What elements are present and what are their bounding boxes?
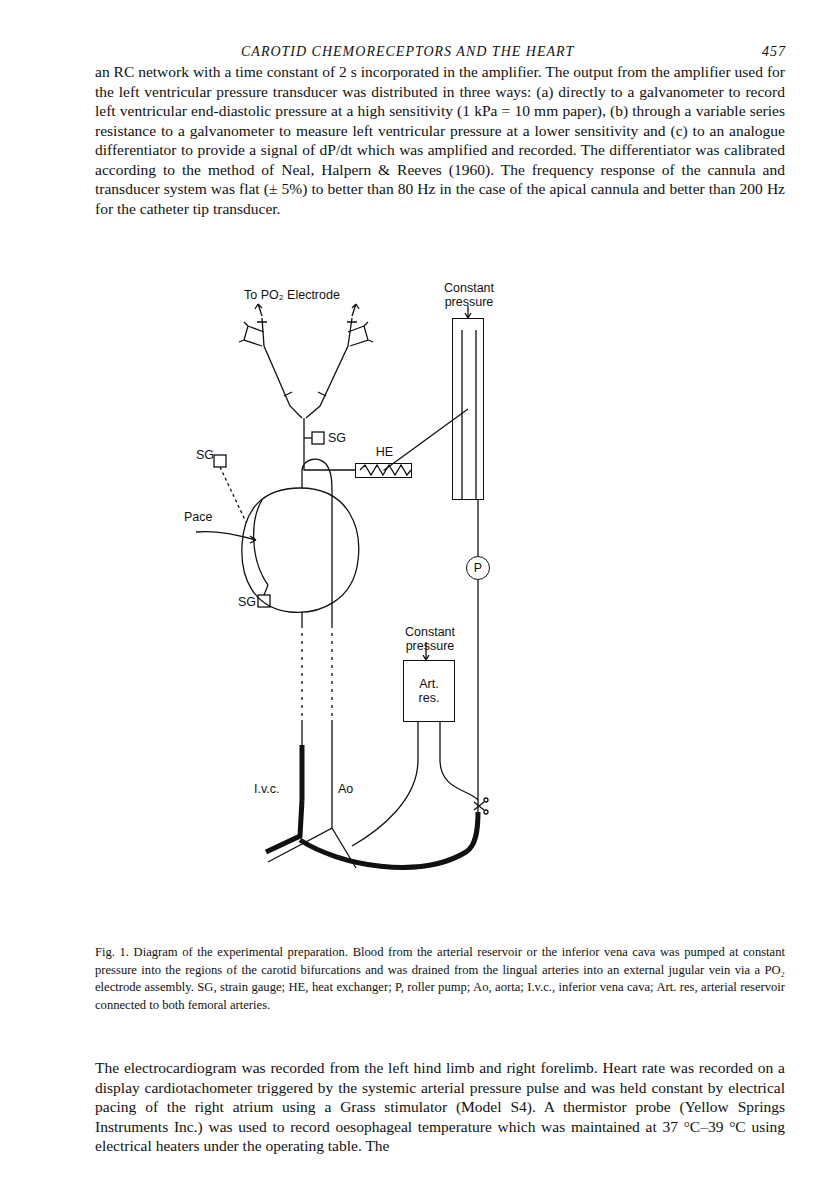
body-paragraph: an RC network with a time constant of 2 … xyxy=(95,62,785,218)
running-head: CAROTID CHEMORECEPTORS AND THE HEART xyxy=(241,44,574,60)
page-number: 457 xyxy=(762,44,786,60)
node-heading: Constant pressure xyxy=(431,281,507,309)
strain-gauge-label: SG xyxy=(238,595,256,609)
heat-exchanger: HE xyxy=(355,463,412,478)
node-heading: Constant pressure xyxy=(392,625,468,653)
strain-gauge-label: SG xyxy=(328,431,346,445)
vessel-label: I.v.c. xyxy=(254,782,279,796)
tube-connector xyxy=(477,500,478,556)
constant-pressure-cylinder: Constant pressure xyxy=(452,318,484,500)
tube-connector xyxy=(384,409,469,471)
strain-gauge-label: SG xyxy=(196,448,214,462)
arterial-reservoir: Constant pressureArt. res. xyxy=(403,660,455,722)
roller-pump: P xyxy=(466,556,490,580)
vessel-label: Ao xyxy=(338,782,353,796)
node-heading: HE xyxy=(356,445,413,459)
figure-caption: Fig. 1. Diagram of the experimental prep… xyxy=(95,944,785,1014)
node-text: P xyxy=(474,561,482,575)
node-text: Art. res. xyxy=(412,677,446,705)
electrode-label: To PO₂ Electrode xyxy=(244,288,340,302)
pace-label: Pace xyxy=(184,510,213,524)
body-paragraph: The electrocardiogram was recorded from … xyxy=(95,1058,785,1156)
